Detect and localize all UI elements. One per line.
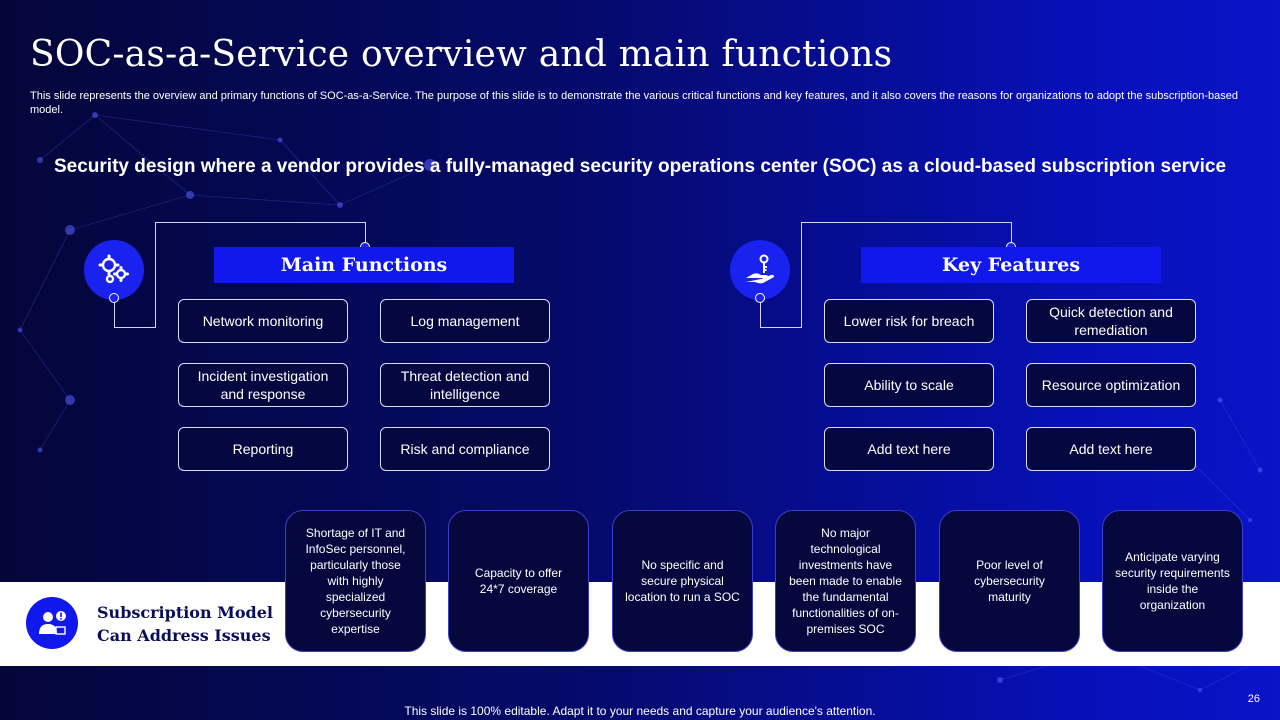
connector-dot: [109, 293, 119, 303]
issue-card: Capacity to offer 24*7 coverage: [448, 510, 589, 652]
subscription-title: Subscription Model Can Address Issues: [97, 603, 273, 645]
feature-placeholder: Add text here: [1026, 427, 1196, 471]
slide-title: SOC-as-a-Service overview and main funct…: [30, 34, 893, 75]
feature-quick-detection: Quick detection and remediation: [1026, 299, 1196, 343]
function-log-management: Log management: [380, 299, 550, 343]
feature-lower-risk: Lower risk for breach: [824, 299, 994, 343]
function-reporting: Reporting: [178, 427, 348, 471]
connector-line: [801, 222, 1011, 223]
function-risk-compliance: Risk and compliance: [380, 427, 550, 471]
page-number: 26: [1247, 693, 1260, 705]
issue-card: No major technological investments have …: [775, 510, 916, 652]
function-incident-investigation: Incident investigation and response: [178, 363, 348, 407]
issue-card: Anticipate varying security requirements…: [1102, 510, 1243, 652]
connector-line: [155, 222, 156, 327]
connector-line: [114, 327, 156, 328]
tagline: Security design where a vendor provides …: [53, 156, 1227, 177]
issue-card: Shortage of IT and InfoSec personnel, pa…: [285, 510, 426, 652]
connector-line: [155, 222, 365, 223]
connector-line: [760, 298, 761, 327]
function-threat-detection: Threat detection and intelligence: [380, 363, 550, 407]
slide-subtitle: This slide represents the overview and p…: [30, 90, 1238, 116]
main-functions-heading: Main Functions: [214, 247, 514, 283]
connector-line: [1011, 222, 1012, 246]
feature-placeholder: Add text here: [824, 427, 994, 471]
gears-icon: [84, 240, 144, 300]
issue-card: No specific and secure physical location…: [612, 510, 753, 652]
connector-dot: [755, 293, 765, 303]
user-alert-icon: [26, 597, 78, 649]
function-network-monitoring: Network monitoring: [178, 299, 348, 343]
connector-line: [365, 222, 366, 246]
key-features-heading: Key Features: [861, 247, 1161, 283]
connector-line: [760, 327, 802, 328]
issue-card: Poor level of cybersecurity maturity: [939, 510, 1080, 652]
hand-key-icon: [730, 240, 790, 300]
connector-line: [114, 298, 115, 327]
feature-ability-to-scale: Ability to scale: [824, 363, 994, 407]
feature-resource-optimization: Resource optimization: [1026, 363, 1196, 407]
connector-line: [801, 222, 802, 327]
footer-note: This slide is 100% editable. Adapt it to…: [404, 704, 876, 718]
